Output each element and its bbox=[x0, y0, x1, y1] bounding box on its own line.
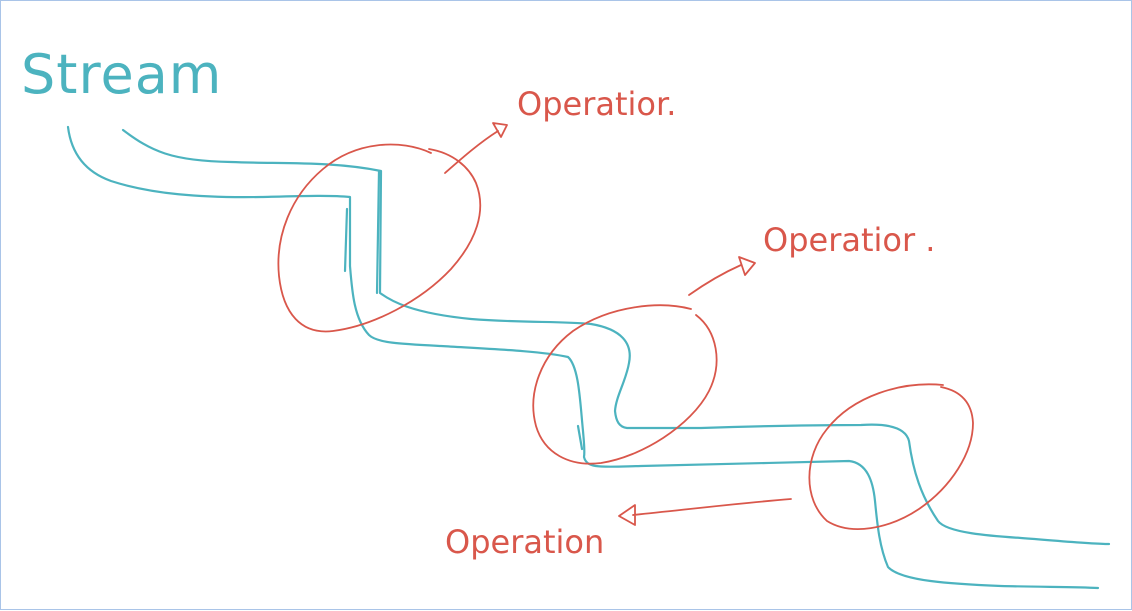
operation-1-label: Operatior. bbox=[517, 85, 676, 123]
operation-1-ellipse bbox=[277, 143, 482, 333]
stream-stroke-detail bbox=[343, 169, 584, 451]
operation-3-ellipse bbox=[808, 383, 974, 530]
operation-2-arrow bbox=[688, 256, 756, 296]
operation-2-ellipse bbox=[532, 304, 718, 465]
operation-3-arrow bbox=[618, 498, 792, 526]
operation-1-arrow bbox=[444, 122, 508, 174]
stream-pipe-inner bbox=[66, 125, 1100, 590]
stream-label: Stream bbox=[21, 43, 222, 106]
operation-2-label: Operatior . bbox=[763, 221, 935, 259]
operation-3-label: Operation bbox=[445, 523, 604, 561]
stream-pipe-outer bbox=[121, 128, 1111, 546]
